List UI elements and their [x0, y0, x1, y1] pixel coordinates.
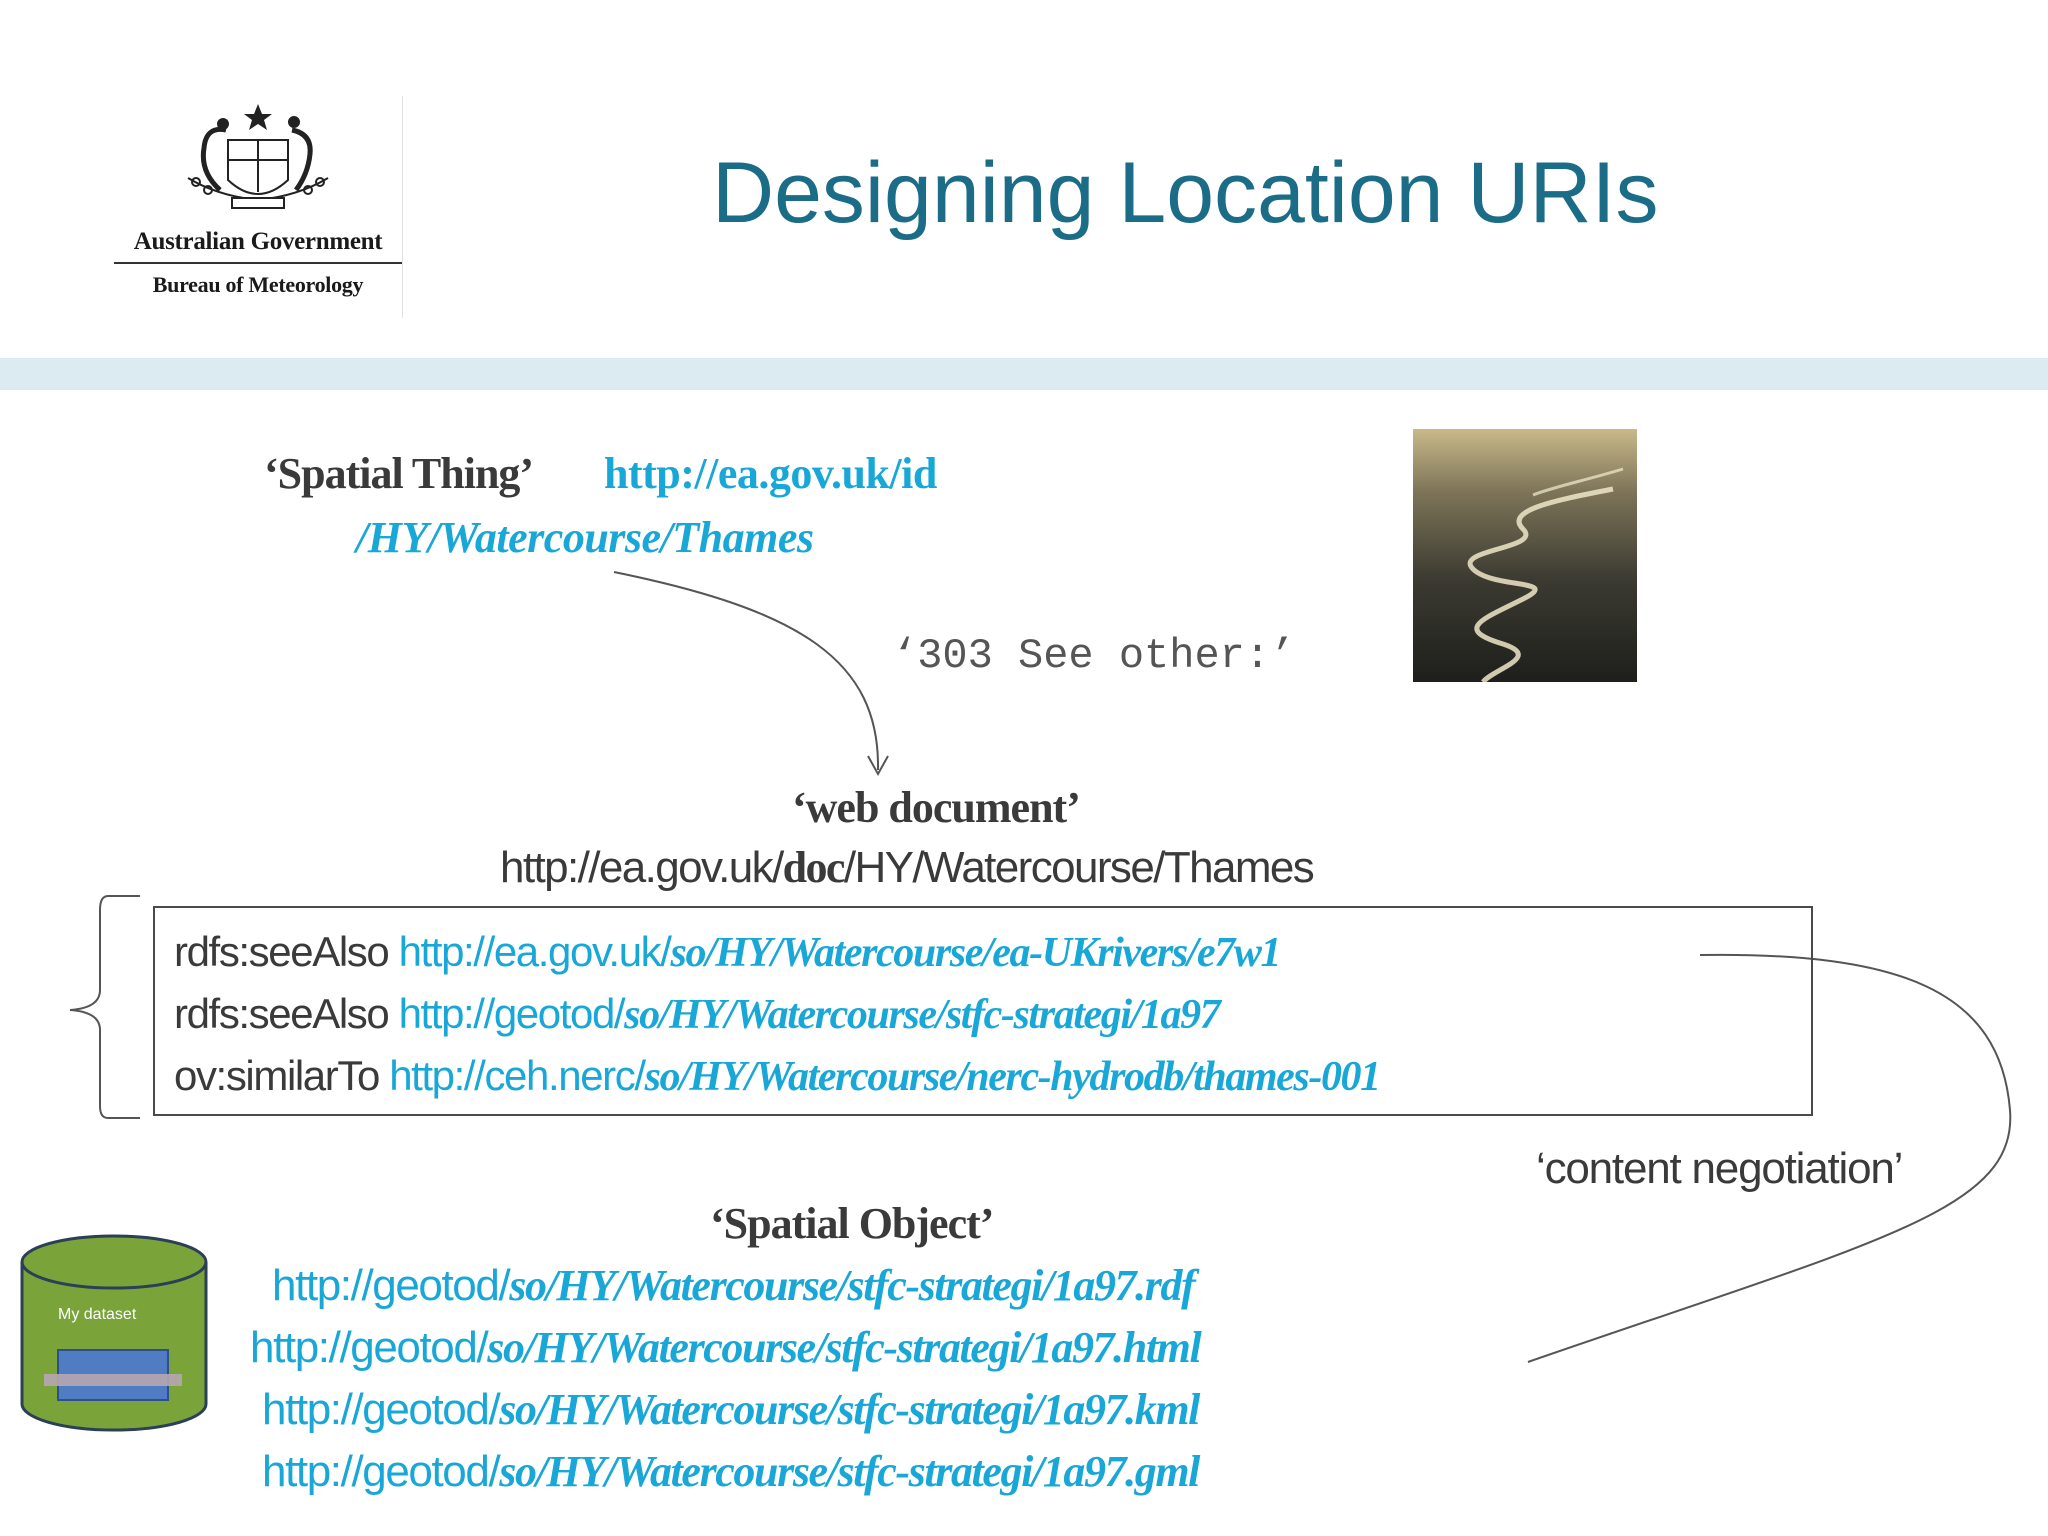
web-document-label: ‘web document’ [792, 783, 1081, 832]
redirect-arrowhead [867, 755, 889, 777]
so-base-url: http://geotod/ [250, 1323, 489, 1372]
related-link-row: rdfs:seeAlso http://ea.gov.uk/so/HY/Wate… [174, 928, 1282, 977]
spatial-object-url[interactable]: http://geotod/so/HY/Watercourse/stfc-str… [262, 1384, 1200, 1435]
header-divider [402, 96, 403, 318]
web-document-url[interactable]: http://ea.gov.uk/doc/HY/Watercourse/Tham… [500, 842, 1315, 893]
related-link-row: ov:similarTo http://ceh.nerc/so/HY/Water… [174, 1052, 1382, 1101]
so-path: so/HY/Watercourse/stfc-strategi/1a97 [499, 1447, 1126, 1496]
link-path[interactable]: so/HY/Watercourse/ea-UKrivers/e7w1 [670, 930, 1282, 976]
link-predicate: ov:similarTo [174, 1052, 390, 1099]
header-band [0, 358, 2048, 390]
river-photo [1413, 429, 1637, 682]
redirect-label: ‘303 See other:’ [892, 632, 1296, 680]
web-document-url-suffix: /HY/Watercourse/Thames [843, 843, 1315, 892]
left-brace [69, 895, 140, 1119]
link-base-url[interactable]: http://ceh.nerc/ [389, 1052, 646, 1099]
spatial-object-url[interactable]: http://geotod/so/HY/Watercourse/stfc-str… [250, 1322, 1202, 1373]
spatial-thing-url-line1[interactable]: http://ea.gov.uk/id [604, 449, 937, 498]
related-links-box [153, 906, 1813, 1116]
spatial-object-label: ‘Spatial Object’ [710, 1199, 994, 1248]
so-extension: .gml [1125, 1447, 1200, 1496]
so-path: so/HY/Watercourse/stfc-strategi/1a97 [509, 1261, 1136, 1310]
link-path[interactable]: so/HY/Watercourse/nerc-hydrodb/thames-00… [644, 1054, 1382, 1100]
spatial-object-url[interactable]: http://geotod/so/HY/Watercourse/stfc-str… [272, 1260, 1196, 1311]
so-base-url: http://geotod/ [262, 1447, 501, 1496]
so-extension: .kml [1125, 1385, 1200, 1434]
redirect-arrow [613, 571, 880, 771]
dataset-label: My dataset [58, 1306, 137, 1323]
related-link-row: rdfs:seeAlso http://geotod/so/HY/Waterco… [174, 990, 1221, 1039]
org-unit: Bureau of Meteorology [152, 272, 364, 297]
so-base-url: http://geotod/ [262, 1385, 501, 1434]
org-name: Australian Government [133, 228, 383, 255]
so-extension: .rdf [1135, 1261, 1196, 1310]
content-negotiation-curve [1527, 953, 2012, 1363]
link-base-url[interactable]: http://ea.gov.uk/ [398, 928, 672, 975]
link-path[interactable]: so/HY/Watercourse/stfc-strategi/1a97 [624, 992, 1221, 1038]
content-negotiation-label: ‘content negotiation’ [1536, 1144, 1903, 1193]
spatial-object-url[interactable]: http://geotod/so/HY/Watercourse/stfc-str… [262, 1446, 1200, 1497]
link-predicate: rdfs:seeAlso [174, 990, 399, 1037]
so-path: so/HY/Watercourse/stfc-strategi/1a97 [499, 1385, 1126, 1434]
so-path: so/HY/Watercourse/stfc-strategi/1a97 [487, 1323, 1114, 1372]
so-extension: .html [1113, 1323, 1202, 1372]
spatial-thing-url-line2[interactable]: /HY/Watercourse/Thames [356, 513, 814, 562]
web-document-url-highlight: doc [782, 843, 846, 892]
database-icon [20, 1234, 208, 1432]
coat-of-arms-icon [187, 104, 329, 209]
link-predicate: rdfs:seeAlso [174, 928, 399, 975]
slide-title: Designing Location URIs [712, 145, 1659, 241]
so-base-url: http://geotod/ [272, 1261, 511, 1310]
logo-divider-line [114, 262, 402, 264]
link-base-url[interactable]: http://geotod/ [398, 990, 626, 1037]
agency-logo: Australian Government Bureau of Meteorol… [108, 100, 408, 320]
web-document-url-prefix: http://ea.gov.uk/ [500, 843, 784, 892]
spatial-thing-label: ‘Spatial Thing’ [264, 449, 534, 498]
